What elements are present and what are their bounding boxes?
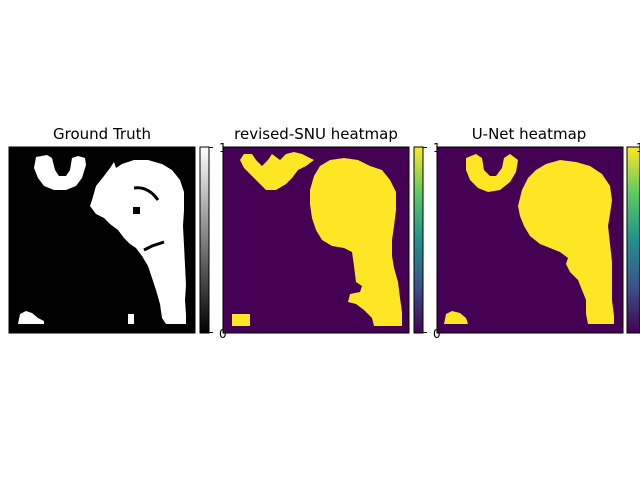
panel-revised-snu: revised-SNU heatmap 1 0 — [222, 125, 441, 341]
panel-unet: U-Net heatmap 1 — [436, 125, 640, 334]
panel-ground-truth: Ground Truth 1 0 — [8, 125, 227, 341]
panel-title-unet: U-Net heatmap — [472, 125, 587, 143]
region-main-blob — [518, 160, 614, 324]
colorbar-viridis-cropped — [626, 146, 640, 334]
colorbar-tick-label-min: 0 — [219, 327, 227, 341]
region-main-blob — [90, 160, 186, 324]
region-main-blob — [310, 158, 402, 326]
heatmap-revised-snu — [223, 147, 409, 333]
colorbar-tick-label-min: 0 — [433, 327, 441, 341]
region-dot-mark — [133, 207, 140, 214]
panel-title-revised-snu: revised-SNU heatmap — [234, 125, 398, 143]
region-bottom-left-blob — [444, 311, 468, 324]
region-curve-mark — [133, 186, 160, 201]
heatmap-frame — [222, 146, 410, 334]
region-top-blob — [240, 152, 314, 190]
heatmap-frame — [436, 146, 624, 334]
colorbar-tick-label-max: 1 — [636, 141, 640, 155]
panel-title-ground-truth: Ground Truth — [53, 125, 151, 143]
heatmap-frame — [8, 146, 196, 334]
region-line-mark — [143, 240, 165, 252]
region-top-blob — [466, 154, 518, 192]
heatmap-ground-truth — [9, 147, 195, 333]
region-top-blob — [34, 155, 86, 190]
region-small-mark — [128, 314, 134, 324]
region-bottom-left-blob — [18, 311, 44, 324]
region-bottom-left-blob — [232, 314, 250, 326]
colorbar-viridis — [413, 146, 424, 334]
heatmap-unet — [437, 147, 623, 333]
colorbar-gray — [199, 146, 210, 334]
